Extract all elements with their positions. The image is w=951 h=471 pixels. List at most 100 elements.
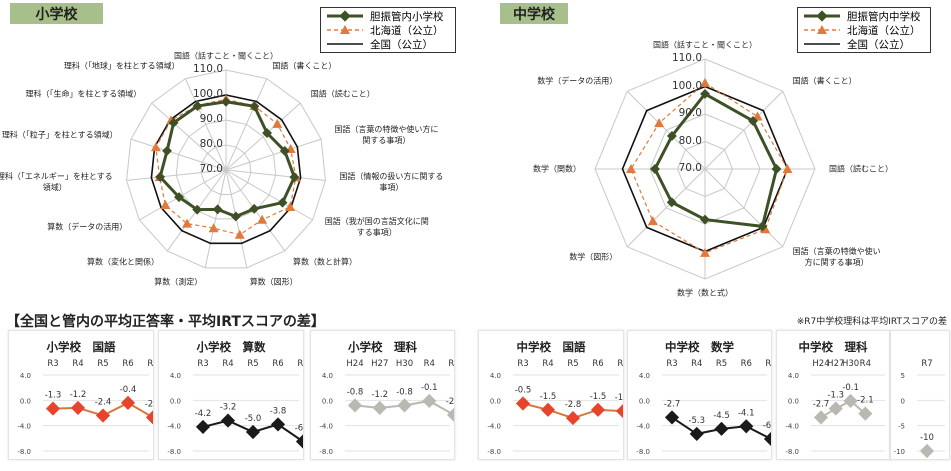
data-label: -1.2 bbox=[70, 390, 87, 400]
difference-chart-panel: 小学校 算数4.00.0-4.0-8.0R3R4R5R6R7-4.2-3.2-5… bbox=[158, 330, 311, 460]
y-tick-label: -8.0 bbox=[487, 448, 501, 456]
radar-point-local bbox=[249, 203, 260, 214]
radar-axis-label: 算数（変化と関係） bbox=[86, 257, 159, 267]
data-point bbox=[763, 431, 779, 447]
radar-charts bbox=[126, 58, 816, 280]
data-point bbox=[120, 395, 136, 410]
radar-point-hokkaido bbox=[700, 247, 710, 257]
chart-title: 中学校 理科 bbox=[799, 340, 868, 354]
chart-title: 中学校 国語 bbox=[517, 340, 586, 354]
radar-axis-label: 理科（「粒子」を柱とする領域） bbox=[1, 130, 118, 140]
radar-series-national bbox=[150, 94, 302, 245]
radar-point-local bbox=[277, 197, 288, 208]
radar-axis-label: 国語（話すこと・聞くこと） bbox=[174, 51, 278, 61]
y-tick-label: -8.0 bbox=[785, 448, 799, 456]
data-point bbox=[858, 406, 873, 421]
data-label: -10 bbox=[920, 433, 934, 443]
data-point bbox=[45, 401, 61, 416]
data-label: -1.7 bbox=[615, 393, 623, 403]
radar-point-local bbox=[771, 164, 782, 174]
legend-label: 北海道（公立） bbox=[847, 24, 921, 37]
radar-tick-label: 100.0 bbox=[671, 79, 702, 92]
radar-point-local bbox=[666, 197, 677, 208]
data-label: -0.8 bbox=[347, 387, 364, 397]
data-label: -2.3 bbox=[446, 397, 454, 407]
y-tick-label: -8.0 bbox=[17, 448, 31, 456]
x-category-label: R7 bbox=[765, 359, 771, 369]
radar-tick-label: 110.0 bbox=[671, 52, 702, 64]
x-category-label: R3 bbox=[666, 359, 677, 369]
radar-axis-label: 理科（「エネルギー」を柱とする 領域） bbox=[0, 171, 113, 192]
data-point bbox=[739, 419, 754, 434]
radar-spoke bbox=[204, 169, 227, 268]
radar-tick-label: 70.0 bbox=[199, 163, 223, 175]
radar-tick-label: 80.0 bbox=[678, 134, 702, 147]
radar-point-local bbox=[650, 164, 660, 174]
legend-label: 北海道（公立） bbox=[370, 24, 444, 37]
radar-spoke bbox=[139, 169, 227, 221]
data-point bbox=[397, 398, 412, 413]
data-label: -6.5 bbox=[295, 424, 303, 434]
data-label: -4.2 bbox=[195, 409, 212, 419]
data-label: -2.8 bbox=[565, 400, 582, 410]
radar-spoke bbox=[225, 138, 322, 171]
radar-point-local bbox=[230, 211, 241, 222]
legend-label: 全国（公立） bbox=[847, 38, 910, 51]
legend-local-marker-icon bbox=[804, 10, 840, 22]
difference-chart: 小学校 国語4.00.0-4.0-8.0R3R4R5R6R7-1.3-1.2-2… bbox=[17, 340, 161, 456]
y-tick-label: -4.0 bbox=[785, 423, 799, 431]
radar-axis-label: 数学（数と式） bbox=[677, 288, 733, 298]
radar-spoke bbox=[225, 78, 268, 171]
data-point bbox=[919, 443, 935, 459]
radar-axis-label: 数学（関数） bbox=[533, 164, 581, 174]
radar-point-hokkaido bbox=[150, 142, 161, 152]
y-tick-label: 4.0 bbox=[490, 372, 501, 380]
x-category-label: H27 bbox=[371, 359, 388, 369]
radar-axis-label: 国語（書くこと） bbox=[272, 61, 337, 71]
radar-spoke bbox=[225, 102, 301, 171]
x-category-label: H30 bbox=[842, 359, 859, 369]
radar-point-hokkaido bbox=[654, 118, 665, 128]
radar-point-hokkaido bbox=[700, 77, 710, 87]
radar-spoke bbox=[126, 169, 227, 181]
difference-chart: 中学校 国語4.00.0-4.0-8.0R3R4R5R6R7-0.5-1.5-2… bbox=[487, 340, 631, 456]
difference-chart-panel: 中学校 数学4.00.0-4.0-8.0R3R4R5R6R7-2.7-5.3-4… bbox=[627, 330, 779, 460]
data-point bbox=[270, 417, 286, 432]
chart-title: 中学校 数学 bbox=[665, 340, 734, 354]
y-tick-label: 0.0 bbox=[170, 397, 181, 405]
difference-chart-panel: 小学校 理科4.00.0-4.0-8.0H24H27H30R4R7-0.8-1.… bbox=[310, 330, 462, 460]
radar-point-local bbox=[212, 204, 223, 215]
data-point bbox=[70, 400, 86, 416]
radar-point-hokkaido bbox=[160, 200, 171, 209]
y-tick-label: -8.0 bbox=[167, 448, 181, 456]
data-label: -1.5 bbox=[540, 392, 557, 402]
legend-junior-high: 胆振管内中学校 北海道（公立） 全国（公立） bbox=[797, 7, 931, 53]
data-point bbox=[664, 410, 680, 425]
x-category-label: R7 bbox=[617, 359, 623, 369]
data-label: -0.5 bbox=[515, 386, 532, 396]
radar-spoke bbox=[626, 168, 706, 248]
radar-axis-label: 算数（図形） bbox=[249, 277, 298, 286]
legend-local-marker-icon bbox=[327, 10, 363, 22]
y-tick-label: -10 bbox=[894, 448, 905, 456]
radar-axis-label: 算数（測定） bbox=[154, 277, 203, 286]
y-tick-label: -8.0 bbox=[636, 448, 650, 456]
x-category-label: R6 bbox=[122, 359, 133, 369]
data-label: -2.7 bbox=[664, 399, 681, 409]
radar-spoke bbox=[225, 169, 313, 221]
radar-tick-label: 80.0 bbox=[199, 138, 223, 150]
y-tick-label: -4.0 bbox=[167, 423, 181, 431]
x-category-label: R6 bbox=[741, 359, 752, 369]
y-tick-label: -5 bbox=[898, 423, 905, 431]
data-point bbox=[446, 407, 462, 422]
section-title-elementary: 小学校 bbox=[10, 3, 103, 24]
radar-axis-label: 国語（言葉の特徴や使い 方に関する事項） bbox=[792, 246, 881, 267]
x-category-label: R4 bbox=[72, 359, 83, 369]
data-point bbox=[714, 421, 729, 436]
radar-point-local bbox=[168, 117, 179, 128]
radar-gridline bbox=[126, 69, 326, 269]
radar-point-local bbox=[192, 204, 203, 215]
